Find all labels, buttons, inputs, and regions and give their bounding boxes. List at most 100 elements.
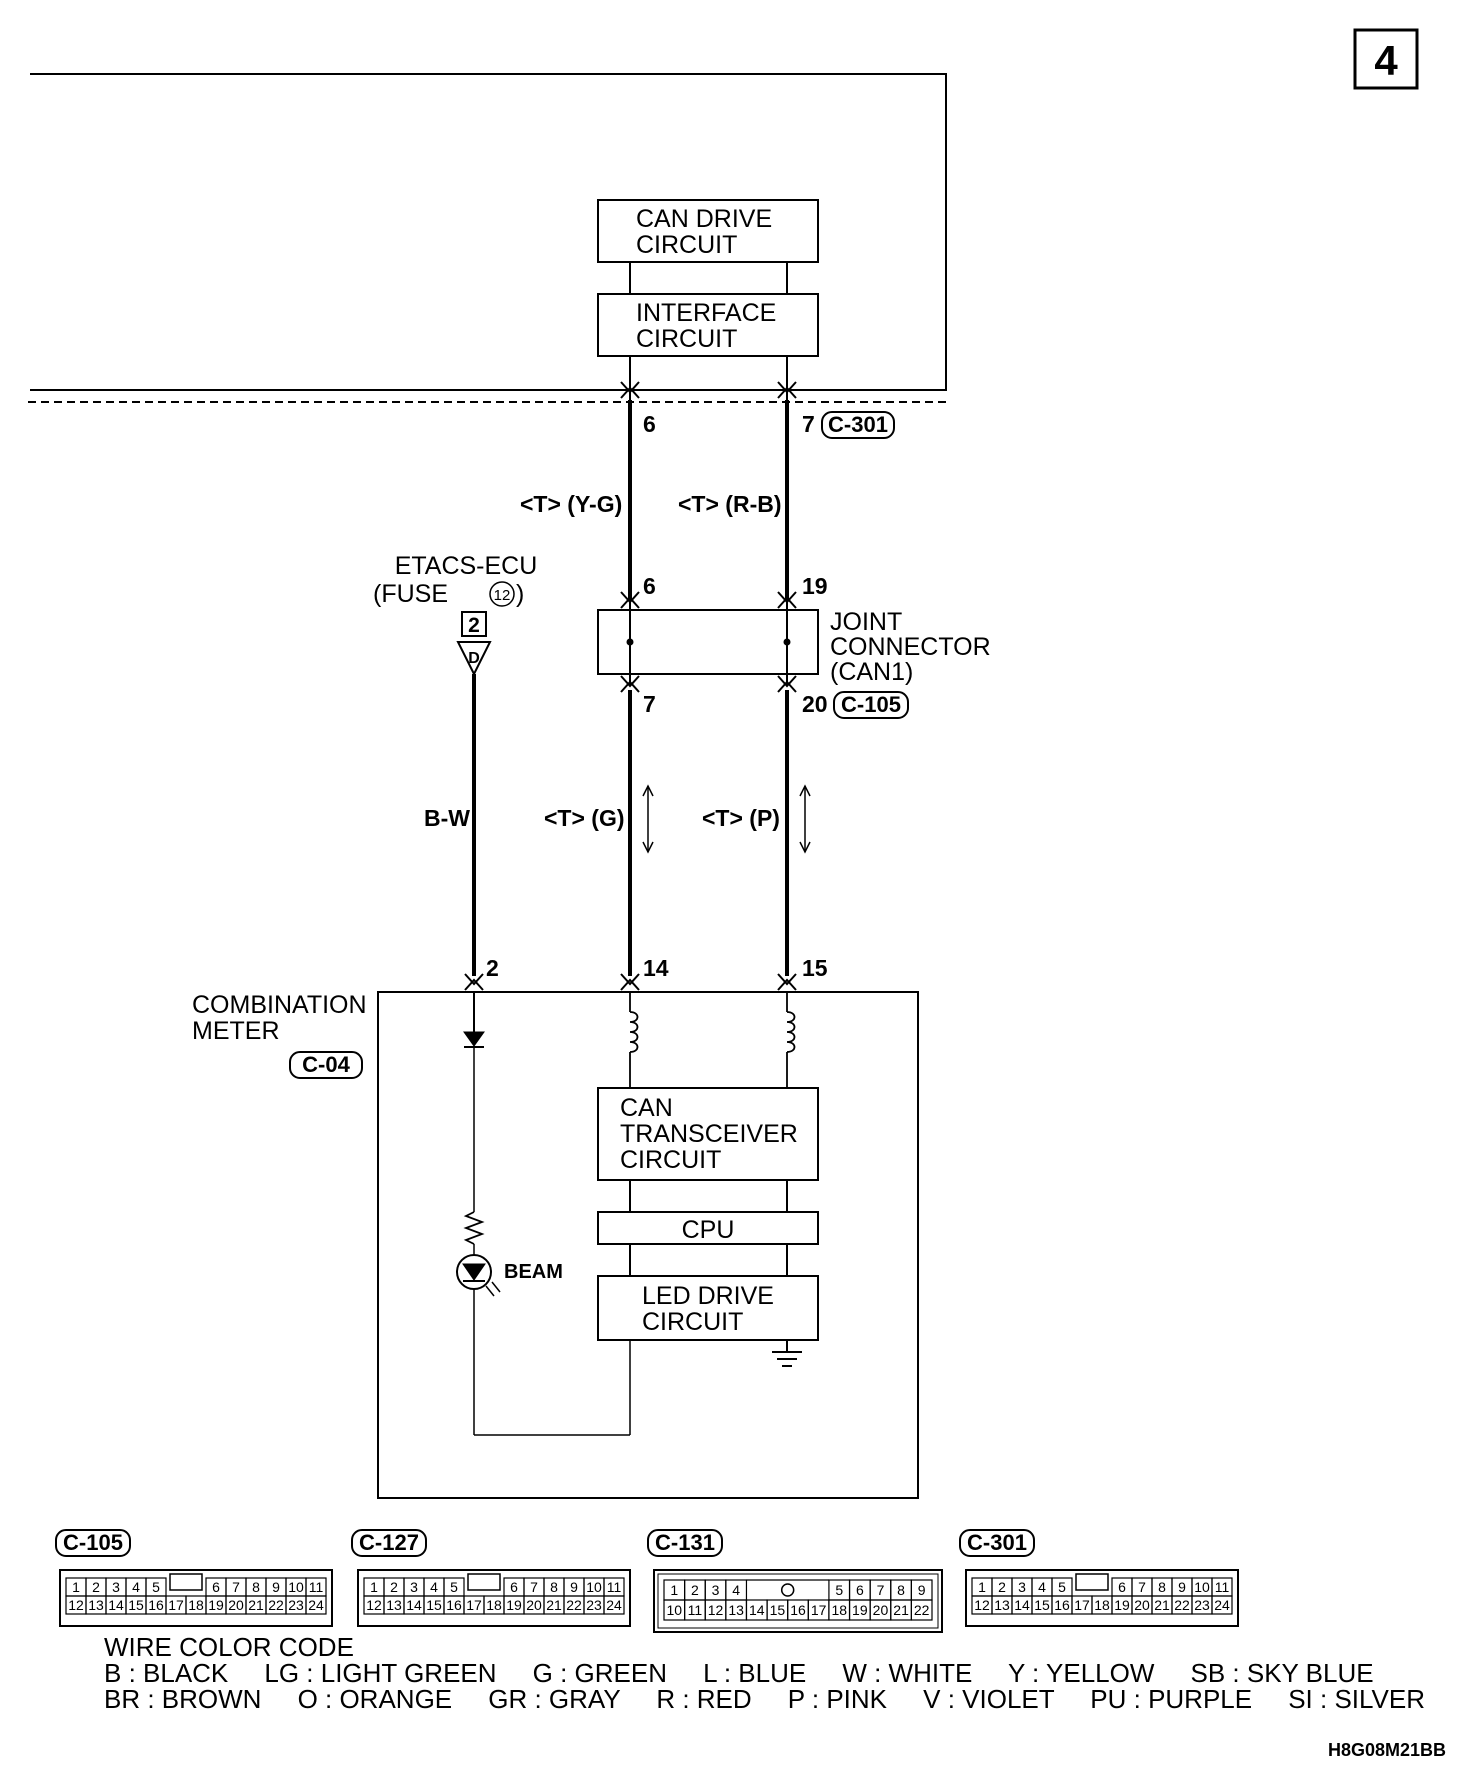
svg-text:CIRCUIT: CIRCUIT: [636, 231, 737, 259]
pin-number: 20: [228, 1597, 244, 1613]
pin-number: 17: [466, 1597, 482, 1613]
pin-number: 19: [1114, 1597, 1130, 1613]
pin-number: 12: [974, 1597, 990, 1613]
beam-label: BEAM: [504, 1261, 563, 1283]
pin-number: 18: [1094, 1597, 1110, 1613]
svg-text:2: 2: [468, 614, 480, 637]
svg-text:LED DRIVE: LED DRIVE: [642, 1282, 774, 1310]
pin-number: 17: [811, 1602, 827, 1618]
svg-text:C-105: C-105: [63, 1530, 123, 1555]
wire-label-upper-right: <T> (R-B): [678, 491, 782, 517]
connector-tag-c301: C-301: [821, 411, 895, 439]
pin-number: 10: [1194, 1579, 1210, 1595]
pin-number: 11: [309, 1579, 324, 1595]
svg-text:12: 12: [494, 587, 511, 604]
etacs-ecu-label: ETACS-ECU (FUSE 12 ): [373, 552, 537, 608]
wire-label-upper-left: <T> (Y-G): [520, 491, 622, 517]
pin-joint-7: 7: [643, 691, 656, 717]
fuse-number-circle: [489, 581, 515, 607]
pin-number: 5: [1058, 1579, 1066, 1595]
upstream-ecu-outline: [28, 73, 947, 403]
svg-text:ETACS-ECU: ETACS-ECU: [395, 552, 538, 580]
pin-c301-6: 6: [643, 411, 656, 437]
pin-number: 5: [152, 1579, 160, 1595]
combination-meter-label: COMBINATION METER: [192, 991, 367, 1045]
pin-number: 3: [712, 1582, 720, 1598]
pin-number: 11: [688, 1602, 703, 1618]
pin-number: 14: [406, 1597, 422, 1613]
svg-text:D: D: [468, 650, 480, 667]
pin-number: 15: [128, 1597, 144, 1613]
pin-number: 21: [893, 1602, 909, 1618]
svg-text:COMBINATION: COMBINATION: [192, 991, 367, 1019]
svg-text:TRANSCEIVER: TRANSCEIVER: [620, 1120, 798, 1148]
pin-number: 16: [446, 1597, 462, 1613]
pin-number: 9: [570, 1579, 578, 1595]
pin-number: 24: [606, 1597, 622, 1613]
combination-meter-box: [377, 991, 919, 1499]
svg-text:WIRE COLOR CODE: WIRE COLOR CODE: [104, 1632, 354, 1662]
pin-number: 22: [268, 1597, 284, 1613]
cpu-box: CPU: [597, 1211, 819, 1245]
pin-number: 2: [998, 1579, 1006, 1595]
svg-text:CIRCUIT: CIRCUIT: [642, 1308, 743, 1336]
pin-number: 2: [390, 1579, 398, 1595]
joint-connector-box: [597, 591, 819, 693]
pin-number: 19: [208, 1597, 224, 1613]
svg-text:C-301: C-301: [828, 412, 888, 437]
pin-number: 14: [1014, 1597, 1030, 1613]
can-drive-circuit-box: CAN DRIVE CIRCUIT: [597, 199, 819, 263]
led-drive-circuit-box: LED DRIVE CIRCUIT: [597, 1275, 819, 1341]
etacs-terminal-symbol: 2 D: [456, 611, 492, 677]
c301-terminal-marks: [620, 381, 797, 399]
pin-number: 8: [252, 1579, 260, 1595]
pin-number: 2: [92, 1579, 100, 1595]
pin-number: 1: [670, 1582, 678, 1598]
svg-text:BR : BROWN O : ORANGE: BR : BROWN O : ORANGE GR : GRAY R : RED …: [104, 1684, 1425, 1714]
pin-number: 23: [288, 1597, 304, 1613]
pin-joint-6: 6: [643, 573, 656, 599]
svg-text:CAN DRIVE: CAN DRIVE: [636, 205, 772, 233]
pin-meter-15: 15: [802, 955, 828, 981]
pin-number: 18: [831, 1602, 847, 1618]
pin-number: 19: [506, 1597, 522, 1613]
pin-number: 19: [852, 1602, 868, 1618]
pin-number: 22: [566, 1597, 582, 1613]
wire-label-fuse: B-W: [424, 805, 470, 831]
pin-number: 24: [1214, 1597, 1230, 1613]
pin-number: 15: [770, 1602, 786, 1618]
pin-number: 14: [749, 1602, 765, 1618]
pin-number: 18: [486, 1597, 502, 1613]
pin-number: 13: [728, 1602, 744, 1618]
svg-text:JOINT: JOINT: [830, 608, 902, 636]
pin-number: 16: [1054, 1597, 1070, 1613]
svg-text:(CAN1): (CAN1): [830, 658, 913, 686]
pin-number: 16: [790, 1602, 806, 1618]
bidirectional-arrow-right: [799, 784, 811, 854]
svg-text:B : BLACK LG : LIGHT GREEN: B : BLACK LG : LIGHT GREEN G : GREEN L :…: [104, 1658, 1374, 1688]
pin-number: 8: [550, 1579, 558, 1595]
pin-meter-14: 14: [643, 955, 669, 981]
pin-number: 9: [272, 1579, 280, 1595]
pin-number: 8: [1158, 1579, 1166, 1595]
pin-joint-20: 20: [802, 691, 828, 717]
svg-text:C-131: C-131: [655, 1530, 715, 1555]
pin-number: 21: [1154, 1597, 1170, 1613]
pin-number: 20: [1134, 1597, 1150, 1613]
pin-number: 17: [1074, 1597, 1090, 1613]
pin-number: 24: [308, 1597, 324, 1613]
pin-number: 1: [72, 1579, 80, 1595]
pin-number: 5: [835, 1582, 843, 1598]
pin-number: 8: [897, 1582, 905, 1598]
svg-text:): ): [516, 580, 524, 608]
svg-text:C-301: C-301: [967, 1530, 1027, 1555]
pin-number: 3: [112, 1579, 120, 1595]
pin-number: 11: [1215, 1579, 1230, 1595]
pin-number: 4: [430, 1579, 438, 1595]
pin-number: 7: [530, 1579, 538, 1595]
pin-number: 9: [1178, 1579, 1186, 1595]
